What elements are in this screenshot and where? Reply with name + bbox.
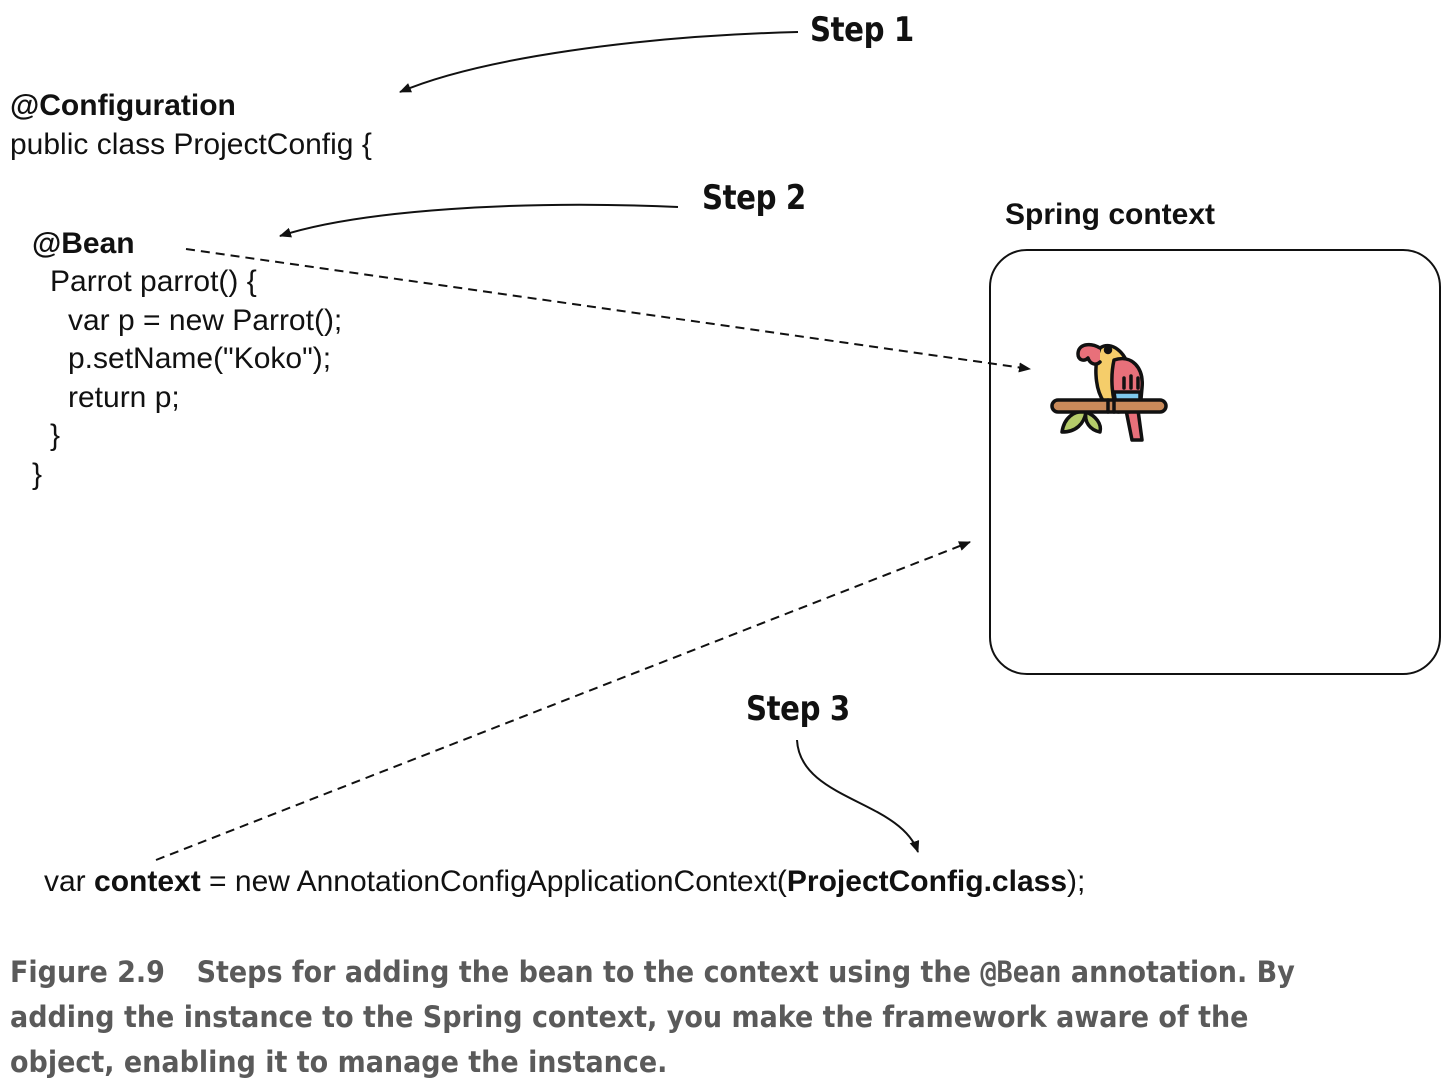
step-2-arrow [279, 203, 679, 238]
spring-context-title: Spring context [1005, 198, 1216, 231]
context-argument: ProjectConfig.class [786, 865, 1067, 898]
step-1-arrow [399, 31, 799, 93]
caption-code-term: @Bean [980, 955, 1062, 989]
method-declaration: Parrot parrot() { [50, 265, 257, 298]
step-2-label: Step 2 [702, 178, 806, 218]
step-3-arrow [796, 739, 920, 853]
method-close-brace: } [50, 419, 61, 452]
figure-number: Figure 2.9 [10, 955, 165, 989]
parrot-icon [1050, 342, 1168, 442]
context-constructor: = new AnnotationConfigApplicationContext… [200, 865, 787, 898]
step-3-label: Step 3 [746, 689, 850, 729]
caption-text-before: Steps for adding the bean to the context… [196, 955, 981, 989]
code-line-new-parrot: var p = new Parrot(); [68, 304, 343, 337]
caption-text-after: annotation. By adding the instance to th… [10, 955, 1295, 1079]
context-variable: context [94, 865, 201, 898]
class-declaration: public class ProjectConfig { [10, 128, 372, 161]
step-1-label: Step 1 [810, 10, 914, 50]
figure-caption: Figure 2.9 Steps for adding the bean to t… [10, 950, 1344, 1085]
class-close-brace: } [32, 458, 43, 491]
configuration-annotation: @Configuration [10, 89, 236, 122]
code-line-set-name: p.setName("Koko"); [68, 342, 332, 375]
context-suffix: ); [1067, 865, 1086, 898]
code-line-return: return p; [68, 381, 180, 414]
bean-annotation: @Bean [32, 227, 135, 260]
spring-context-box [989, 249, 1441, 675]
context-creation-line: var context = new AnnotationConfigApplic… [44, 864, 1085, 900]
context-prefix: var [44, 865, 95, 898]
